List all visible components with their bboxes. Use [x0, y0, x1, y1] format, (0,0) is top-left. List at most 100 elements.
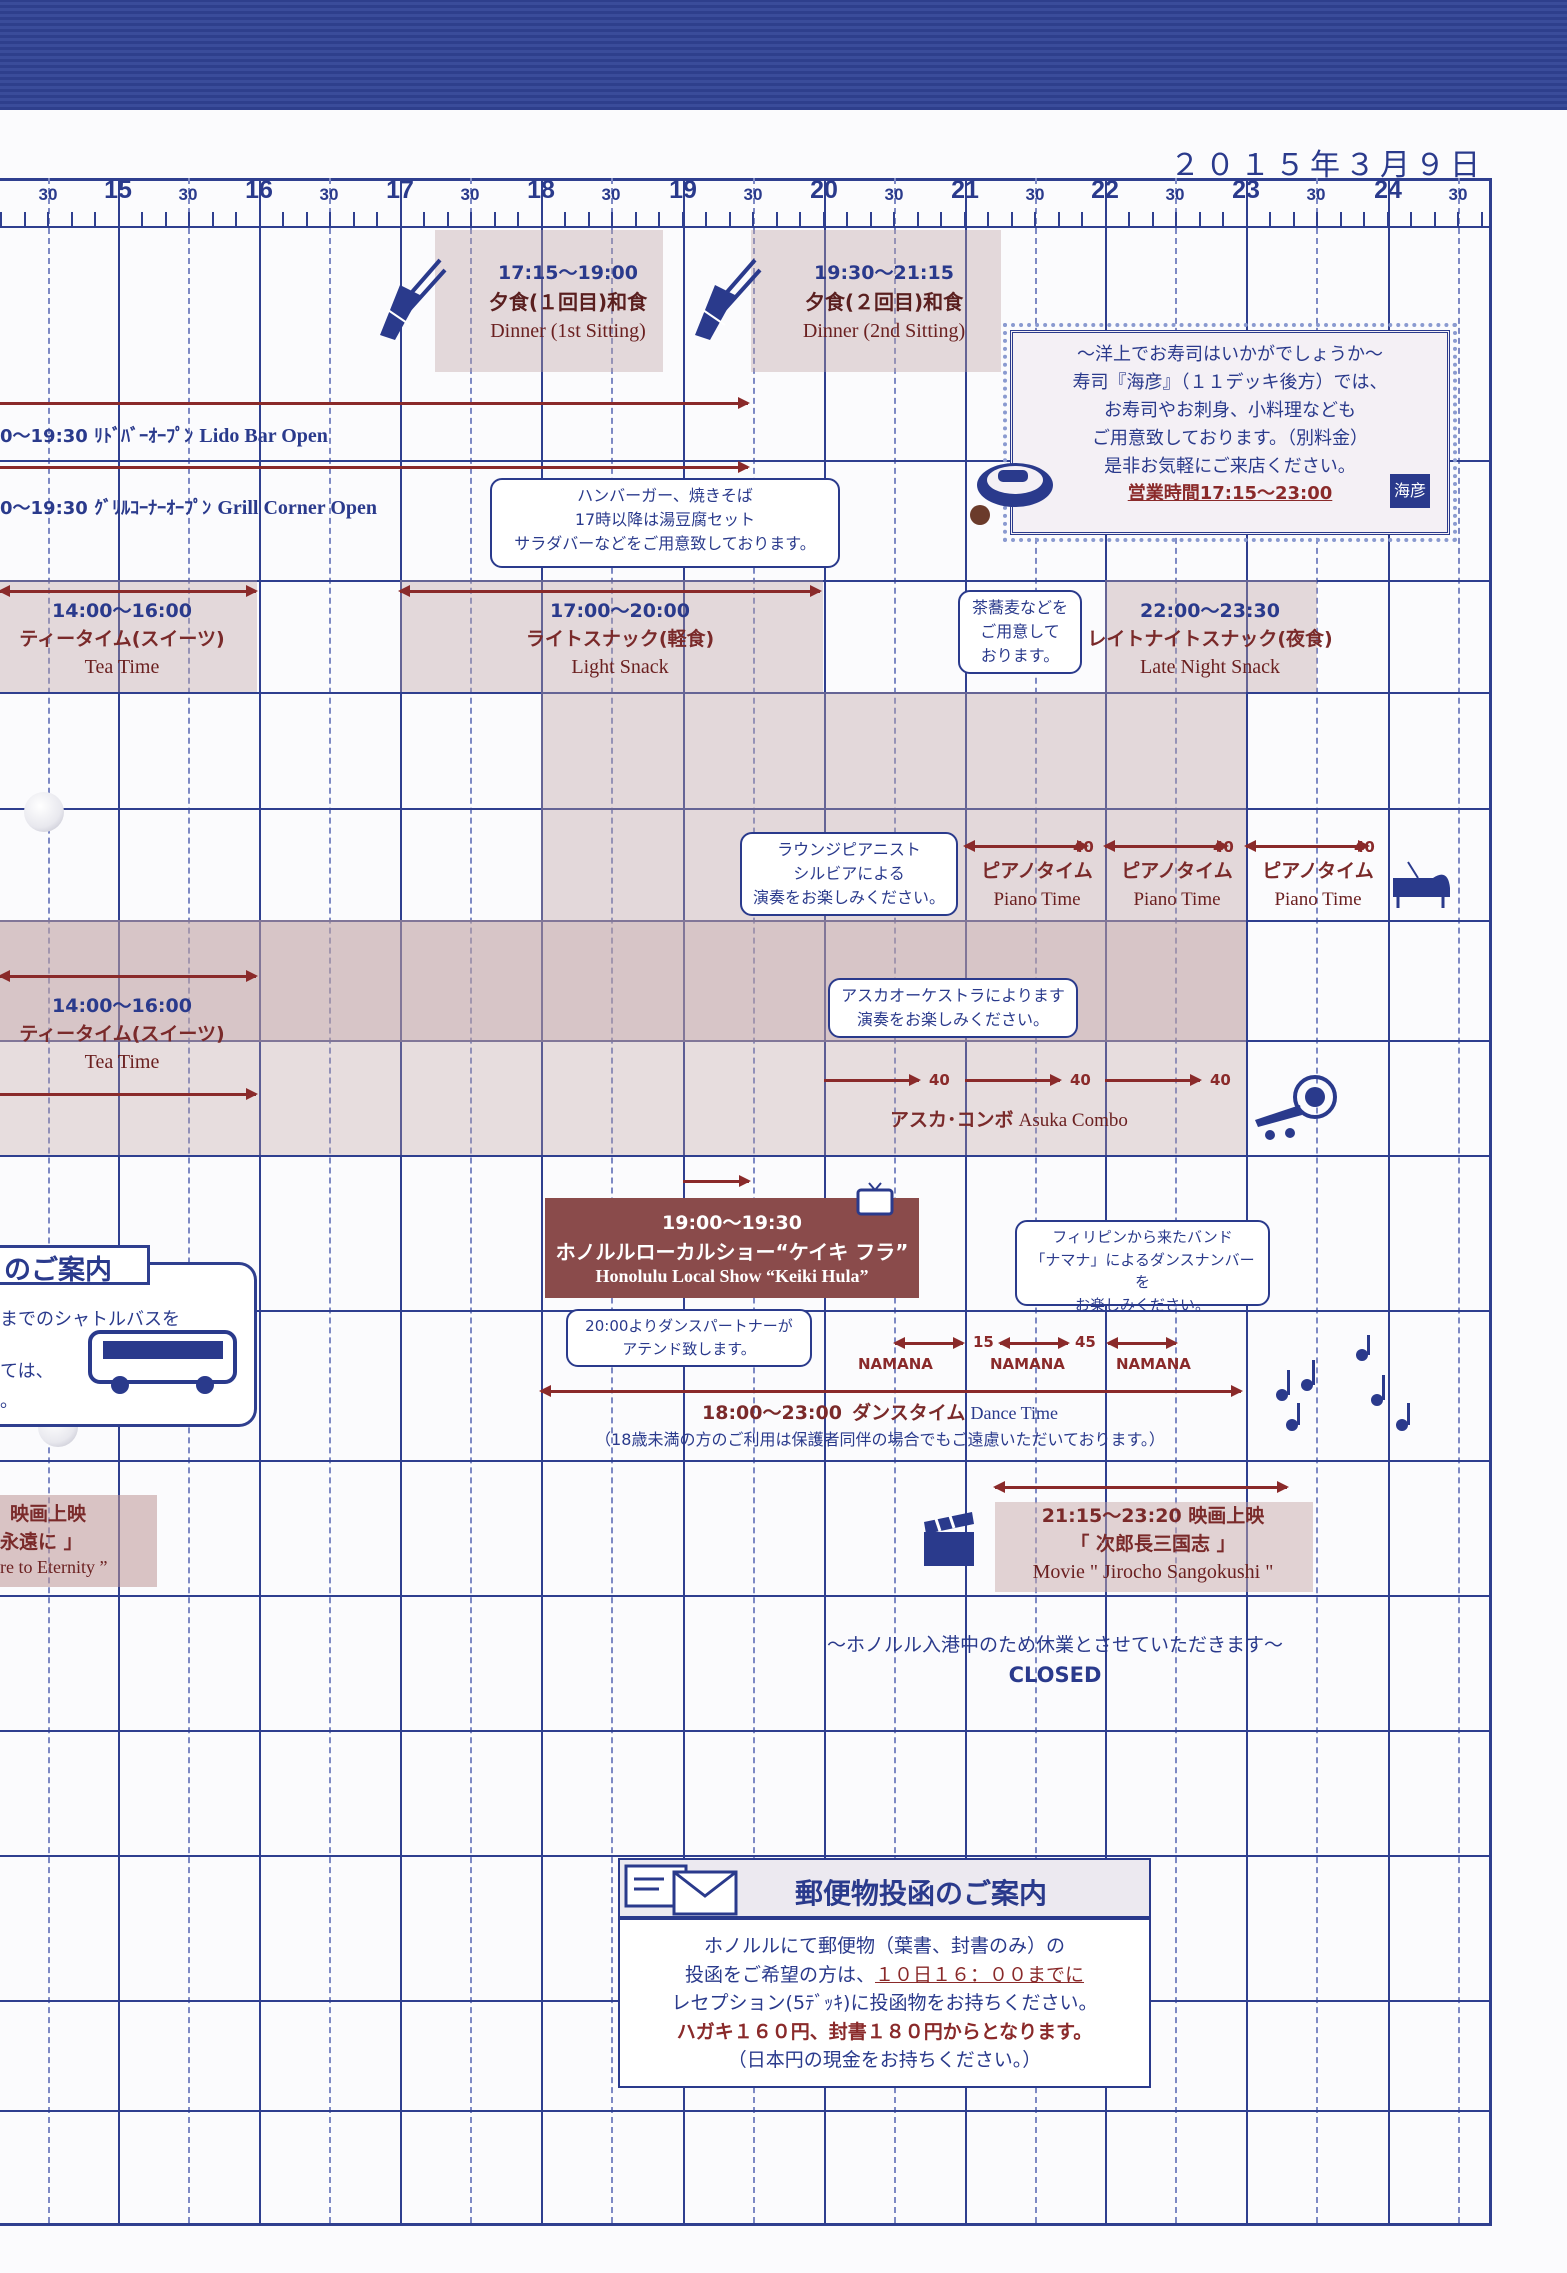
minor-tick [470, 212, 472, 226]
mail-icon [624, 1864, 738, 1916]
movie-left-line3: re to Eternity ” [0, 1557, 108, 1577]
shuttle-title: のご案内 [0, 1245, 150, 1286]
minor-tick [1152, 212, 1154, 226]
shuttle-line1: までのシャトルバスを [0, 1309, 180, 1330]
piano-jp: ピアノタイム [1121, 860, 1233, 882]
minor-tick [494, 212, 496, 226]
tea2-time: 14:00～16:00 [52, 995, 192, 1017]
combo-duration: 40 [1070, 1071, 1091, 1089]
partner-line2: アテンド致します。 [622, 1339, 756, 1358]
piano-arrow [963, 840, 1089, 852]
minor-tick [259, 212, 261, 226]
tea2-arrow-bottom [0, 1088, 258, 1100]
minor-tick [1011, 212, 1013, 226]
half-hour-label: 30 [178, 185, 198, 204]
hour-gridline [118, 178, 120, 2223]
trumpet-icon [1255, 1075, 1337, 1140]
combo-arrow [1105, 1074, 1202, 1086]
dinner2-time: 19:30～21:15 [814, 262, 954, 284]
top-banner [0, 0, 1567, 110]
piano-en: Piano Time [993, 888, 1081, 910]
half-hour-label: 30 [1165, 185, 1185, 204]
minor-tick [118, 212, 120, 226]
tea2-en: Tea Time [84, 1051, 160, 1074]
late-snack-en: Late Night Snack [1140, 656, 1280, 679]
row-gridline [0, 2110, 1489, 2112]
grill-label: 0～19:30 ｸﾞﾘﾙｺｰﾅｰｵｰﾌﾟﾝ Grill Corner Open [0, 494, 377, 520]
row-gridline [0, 1730, 1489, 1732]
light-snack-time: 17:00～20:00 [550, 600, 690, 622]
dinner1-en: Dinner (1st Sitting) [490, 319, 646, 342]
half-hour-gridline [470, 178, 472, 2223]
dance-en: Dance Time [970, 1403, 1058, 1423]
combo-duration: 40 [929, 1071, 950, 1089]
movie-time: 21:15～23:20 映画上映 [1041, 1505, 1265, 1527]
dance-time: 18:00～23:00 [702, 1402, 842, 1424]
namana-arrow-1 [893, 1337, 965, 1349]
hour-label: 19 [669, 176, 697, 204]
minor-tick [964, 212, 966, 226]
piano-jp: ピアノタイム [1262, 860, 1374, 882]
minor-tick [1105, 212, 1107, 226]
movie-en: Movie " Jirocho Sangokushi " [1032, 1561, 1274, 1584]
piano-jp: ピアノタイム [981, 860, 1093, 882]
minor-tick [1387, 212, 1389, 226]
shuttle-line3: 。 [0, 1391, 18, 1412]
namana-label-2: NAMANA [990, 1355, 1065, 1373]
tea1-time: 14:00～16:00 [52, 600, 192, 622]
soba-line3: おります。 [980, 646, 1060, 665]
half-hour-label: 30 [1448, 185, 1468, 204]
minor-tick [940, 212, 942, 226]
postal-line4: ハガキ１６０円、封書１８０円からとなります。 [676, 2020, 1093, 2043]
date-label: ２０１５年３月９日 [1170, 148, 1485, 183]
minor-tick [893, 212, 895, 226]
minor-tick [1410, 212, 1412, 226]
late-snack-text: 22:00～23:30 レイトナイトスナック(夜食) Late Night Sn… [1087, 598, 1332, 682]
minor-tick [423, 212, 425, 226]
light-snack-block [400, 580, 823, 692]
clapperboard-icon [924, 1512, 974, 1566]
combo-duration: 40 [1210, 1071, 1231, 1089]
movie-text: 21:15～23:20 映画上映 「 次郎長三国志 」 Movie " Jiro… [1033, 1503, 1274, 1587]
sushi-hours: 営業時間17:15～23:00 [1127, 483, 1333, 505]
postal-title: 郵便物投函のご案内 [795, 1877, 1048, 1910]
soba-line2: ご用意して [980, 622, 1060, 641]
minor-tick [165, 212, 167, 226]
sushi-line4: ご用意致しております。（別料金） [1091, 427, 1369, 449]
hula-arrow [683, 1175, 751, 1187]
piano-arrow [1103, 840, 1229, 852]
chopsticks-icon [380, 258, 447, 340]
minor-tick [376, 212, 378, 226]
hula-en: Honolulu Local Show “Keiki Hula” [595, 1266, 869, 1286]
minor-tick [141, 212, 143, 226]
orchestra-line1: アスカオーケストラによります [841, 986, 1065, 1005]
minor-tick [846, 212, 848, 226]
postal-header: 郵便物投函のご案内 [618, 1858, 1151, 1918]
dinner2-jp: 夕食(２回目)和食 [804, 289, 964, 314]
piano-duration: 40 [1213, 838, 1234, 856]
piano-duration: 40 [1073, 838, 1094, 856]
music-notes-icon [1276, 1335, 1410, 1431]
hour-label: 15 [104, 176, 132, 204]
light-snack-en: Light Snack [571, 656, 669, 679]
postal-line2a: 投函をご希望の方は、 [684, 1963, 875, 1986]
postal-notice: ホノルルにて郵便物（葉書、封書のみ）の 投函をご希望の方は、１０日１６：００まで… [618, 1918, 1151, 2088]
dinner1-time: 17:15～19:00 [498, 262, 638, 284]
lido-arrow [0, 397, 750, 409]
late-snack-block [1105, 580, 1317, 692]
half-hour-label: 30 [460, 185, 480, 204]
minor-tick [917, 212, 919, 226]
minor-tick [635, 212, 637, 226]
hour-label: 24 [1374, 176, 1402, 204]
band-bubble: フィリピンから来たバンド 「ナマナ」によるダンスナンバーを お楽しみください。 [1015, 1220, 1270, 1314]
minor-tick [447, 212, 449, 226]
minor-tick [1246, 212, 1248, 226]
lido-text: 0～19:30 ﾘﾄﾞﾊﾞｰｵｰﾌﾟﾝ [0, 426, 194, 447]
minor-tick [0, 212, 2, 226]
postal-line5: （日本円の現金をお持ちください。） [727, 2049, 1042, 2071]
namana-arrow-3 [1106, 1337, 1178, 1349]
minor-tick [329, 212, 331, 226]
hour-gridline [541, 178, 543, 2223]
movie-block [995, 1502, 1313, 1592]
piano-arrow [1244, 840, 1370, 852]
